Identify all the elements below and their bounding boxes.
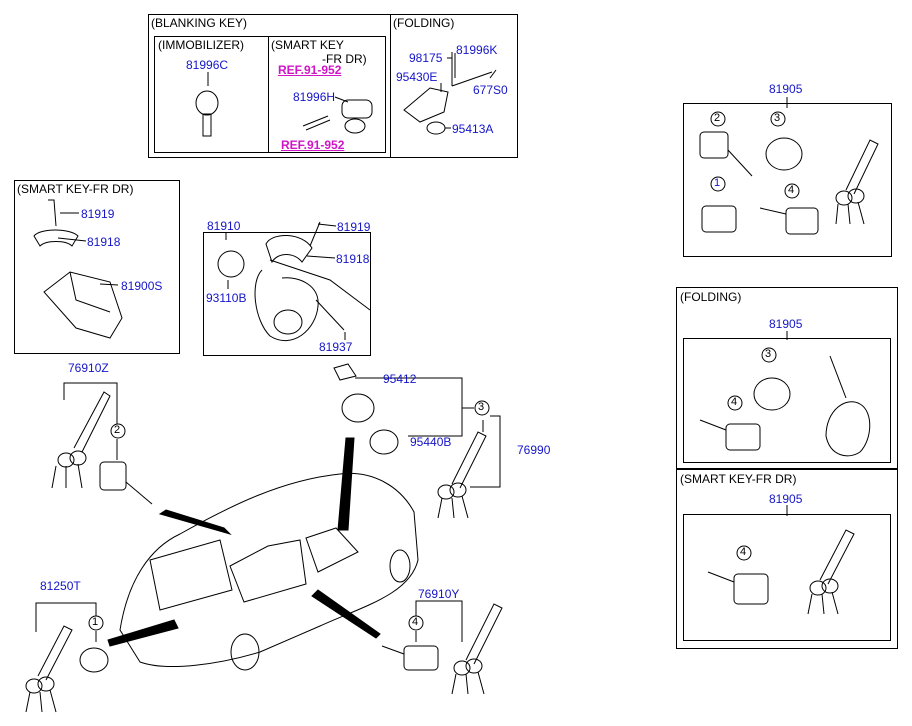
folding-top-frame bbox=[390, 14, 518, 158]
smart-key-header-line1: (SMART KEY bbox=[271, 38, 344, 52]
callout-3-folding: 3 bbox=[765, 348, 772, 360]
smart-key-header-line2: -FR DR) bbox=[322, 52, 367, 66]
part-95440B[interactable]: 95440B bbox=[410, 435, 452, 449]
smart-key-frame bbox=[268, 36, 386, 153]
immobilizer-header: (IMMOBILIZER) bbox=[158, 38, 244, 52]
folding-top-header: (FOLDING) bbox=[393, 16, 455, 30]
part-81937[interactable]: 81937 bbox=[319, 340, 353, 354]
part-76910Y[interactable]: 76910Y bbox=[418, 587, 460, 601]
callout-4-bottom: 4 bbox=[412, 616, 419, 628]
part-81918-left[interactable]: 81918 bbox=[87, 235, 121, 249]
part-93110B[interactable]: 93110B bbox=[206, 291, 247, 305]
folding-right-frame bbox=[676, 287, 898, 469]
smart-key-fr-dr-right-frame bbox=[676, 469, 898, 649]
part-81919-mid[interactable]: 81919 bbox=[337, 220, 371, 234]
part-81905-smart[interactable]: 81905 bbox=[769, 492, 803, 506]
callout-3-mid: 3 bbox=[478, 401, 485, 413]
part-95430E[interactable]: 95430E bbox=[396, 70, 438, 84]
leader-lines bbox=[35, 52, 788, 642]
ref-link-upper[interactable]: REF.91-952 bbox=[278, 63, 342, 77]
blanking-key-header: (BLANKING KEY) bbox=[151, 16, 248, 30]
part-677S0[interactable]: 677S0 bbox=[473, 83, 508, 97]
part-81905-folding[interactable]: 81905 bbox=[769, 317, 803, 331]
part-81900S[interactable]: 81900S bbox=[121, 279, 163, 293]
callout-4-folding: 4 bbox=[731, 396, 738, 408]
part-81905-top[interactable]: 81905 bbox=[769, 82, 803, 96]
callout-1-lower: 1 bbox=[714, 177, 721, 189]
part-81918-mid[interactable]: 81918 bbox=[336, 252, 370, 266]
ignition-frame bbox=[203, 232, 371, 356]
part-81996K[interactable]: 81996K bbox=[456, 43, 498, 57]
part-95413A[interactable]: 95413A bbox=[452, 122, 494, 136]
ref-link-lower[interactable]: REF.91-952 bbox=[281, 138, 345, 152]
callout-2-left: 2 bbox=[114, 424, 121, 436]
callout-3-top: 3 bbox=[774, 112, 781, 124]
callout-4-top: 4 bbox=[788, 184, 795, 196]
part-sketches bbox=[25, 71, 879, 713]
folding-right-header: (FOLDING) bbox=[680, 290, 742, 304]
part-81996C[interactable]: 81996C bbox=[186, 58, 229, 72]
part-95412[interactable]: 95412 bbox=[383, 372, 417, 386]
smart-key-fr-dr-left-header: (SMART KEY-FR DR) bbox=[17, 182, 134, 196]
callout-4-smart: 4 bbox=[740, 546, 747, 558]
callout-1-top: 2 bbox=[714, 112, 721, 124]
part-81919-left[interactable]: 81919 bbox=[81, 207, 115, 221]
part-76910Z[interactable]: 76910Z bbox=[68, 361, 109, 375]
part-81250T[interactable]: 81250T bbox=[40, 579, 81, 593]
callout-circles bbox=[88, 111, 800, 631]
part-81996H[interactable]: 81996H bbox=[293, 90, 336, 104]
part-76990[interactable]: 76990 bbox=[517, 443, 551, 457]
callout-1-bottom: 1 bbox=[92, 616, 99, 628]
smart-key-fr-dr-left-frame bbox=[14, 180, 180, 354]
part-81910[interactable]: 81910 bbox=[207, 219, 241, 233]
part-98175[interactable]: 98175 bbox=[409, 51, 443, 65]
smart-key-fr-dr-right-header: (SMART KEY-FR DR) bbox=[680, 472, 797, 486]
